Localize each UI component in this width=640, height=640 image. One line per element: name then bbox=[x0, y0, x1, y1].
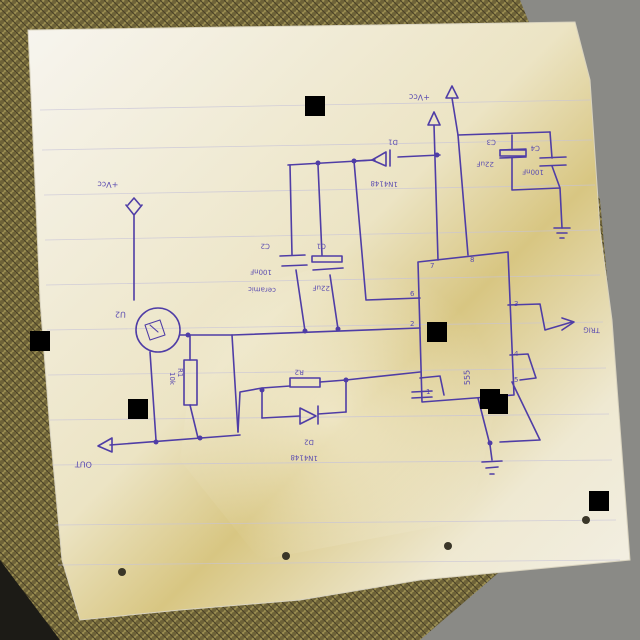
ic-pin-8: 8 bbox=[470, 256, 474, 264]
punch-holes bbox=[118, 516, 590, 576]
ground-ic bbox=[481, 460, 503, 475]
capacitor-c4 bbox=[539, 156, 567, 167]
c2-note: ceramic bbox=[248, 285, 276, 294]
wire-r2 bbox=[261, 379, 347, 389]
ic-pin-1: 1 bbox=[426, 388, 430, 396]
dark-corner bbox=[0, 560, 60, 640]
vcc-label-left: +Vcc bbox=[97, 180, 118, 190]
ic-pin-6: 6 bbox=[410, 290, 415, 298]
d1-label: D1 bbox=[388, 138, 398, 146]
ic-pin-5: 5 bbox=[514, 376, 518, 384]
r2-label: R2 bbox=[294, 368, 304, 376]
c1-label: C1 bbox=[316, 242, 326, 250]
wire-ic-pin3-trig bbox=[507, 303, 573, 331]
capacitor-c1-plate bbox=[312, 267, 344, 271]
ground-c4 bbox=[553, 227, 571, 239]
c3-label: C3 bbox=[486, 138, 496, 146]
r1-label: R1 bbox=[176, 368, 184, 377]
ic-555-body bbox=[417, 251, 515, 403]
parallel-rail-left bbox=[237, 387, 263, 433]
wire-c2 bbox=[289, 164, 306, 332]
d2-label: D2 bbox=[304, 438, 314, 446]
capacitor-c3-body bbox=[499, 149, 527, 157]
wire-d2 bbox=[261, 411, 347, 419]
redaction-squares bbox=[30, 96, 609, 511]
r1-value: 10k bbox=[168, 372, 176, 386]
d2-value: 1N4148 bbox=[290, 453, 318, 462]
sensor-u2-circle bbox=[135, 307, 181, 353]
c4-label: C4 bbox=[530, 144, 540, 152]
c4-value: 100nF bbox=[522, 167, 544, 176]
wire-r1-bottom bbox=[189, 404, 199, 439]
wire-bus-down-left bbox=[231, 334, 239, 433]
vcc-arrow-mid bbox=[427, 111, 441, 261]
c2-label: C2 bbox=[260, 242, 270, 250]
capacitor-c1 bbox=[311, 255, 343, 263]
trig-label: TRIG bbox=[583, 325, 601, 334]
schematic: +Vcc U2 R1 10k OUT C2 100nF ceramic bbox=[75, 85, 601, 475]
trigger-bus bbox=[231, 327, 421, 336]
wire-threshold bbox=[353, 160, 421, 301]
ic-555-label: 555 bbox=[462, 370, 472, 386]
ic-pin-7: 7 bbox=[430, 262, 434, 270]
resistor-r2 bbox=[289, 377, 321, 388]
c2-value: 100nF bbox=[250, 267, 272, 276]
d1-value: 1N4148 bbox=[370, 179, 398, 188]
ic-pin-2: 2 bbox=[410, 320, 414, 328]
wire-d1 bbox=[353, 154, 441, 162]
output-arrow bbox=[97, 437, 113, 453]
wire-ic-pin1 bbox=[419, 375, 445, 396]
diode-d2 bbox=[299, 405, 319, 425]
output-line bbox=[109, 434, 241, 446]
sensor-u2-label: U2 bbox=[115, 310, 126, 319]
wire-sensor-ground-rail bbox=[149, 351, 157, 441]
wire-c3-c4-top bbox=[457, 131, 551, 136]
output-label: OUT bbox=[75, 459, 92, 469]
capacitor-ic-pin bbox=[411, 390, 433, 399]
wire-ic-pin4-pin5 bbox=[499, 353, 541, 443]
capacitor-c2 bbox=[279, 254, 308, 267]
parallel-rail-right bbox=[345, 371, 421, 413]
sensor-u2-body bbox=[144, 319, 166, 341]
vcc-arrow-left bbox=[125, 197, 143, 301]
vcc-label-right: +Vcc bbox=[409, 92, 430, 102]
c1-value: 22uF bbox=[312, 283, 330, 292]
c3-value: 22uF bbox=[476, 159, 494, 168]
diode-d1 bbox=[371, 149, 391, 167]
paper-glare bbox=[180, 240, 520, 560]
wire-c1 bbox=[317, 164, 339, 330]
wire-c3-c4-sides bbox=[511, 131, 563, 229]
trig-arrow bbox=[561, 317, 575, 331]
